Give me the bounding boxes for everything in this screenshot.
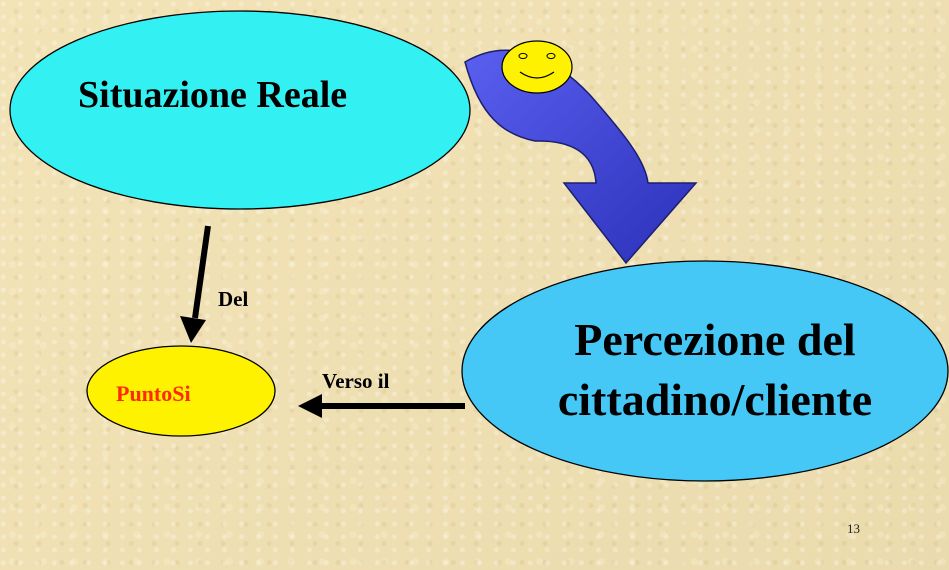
- curved-blue-arrow: [464, 49, 698, 265]
- puntosi-node: [86, 345, 276, 437]
- page-number: 13: [847, 521, 860, 536]
- smiley-icon: [501, 40, 573, 94]
- situazione-reale-node: [9, 10, 471, 210]
- verso-il-edge-label: Verso il: [322, 369, 390, 393]
- puntosi-label: PuntoSi: [116, 381, 191, 406]
- percezione-node: [461, 260, 949, 482]
- percezione-label-line-2: cittadino/cliente: [557, 374, 873, 426]
- percezione-label: Percezione del cittadino/cliente: [520, 314, 910, 426]
- situazione-reale-label: Situazione Reale: [78, 74, 348, 116]
- percezione-label-line-1: Percezione del: [574, 314, 856, 365]
- del-edge-label: Del: [218, 287, 249, 311]
- verso-arrow: [298, 394, 465, 418]
- del-arrow: [180, 225, 211, 343]
